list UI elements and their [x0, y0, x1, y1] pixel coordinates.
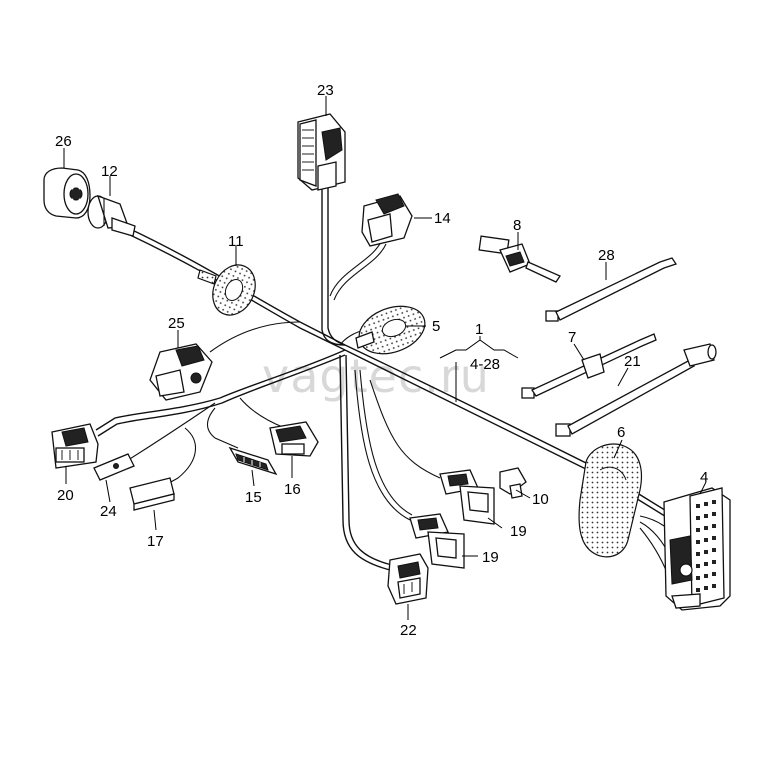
- callout-8: 8: [513, 217, 521, 234]
- callout-4: 4: [700, 469, 708, 486]
- callout-19-lower: 19: [482, 549, 499, 566]
- cable-tie-28: [545, 257, 678, 322]
- clip-8: [478, 235, 561, 283]
- callout-23: 23: [317, 82, 334, 99]
- callout-17: 17: [147, 533, 164, 550]
- callout-12: 12: [101, 163, 118, 180]
- callout-22: 22: [400, 622, 417, 639]
- connector-24: [93, 453, 135, 481]
- callout-11: 11: [228, 233, 244, 250]
- callout-24: 24: [100, 503, 117, 520]
- callout-6: 6: [617, 424, 625, 441]
- connector-14: [361, 193, 413, 247]
- cable-tie-7: [521, 333, 657, 399]
- watermark: vagtec.ru: [262, 349, 490, 403]
- callout-5: 5: [432, 318, 440, 335]
- connector-25: [149, 343, 213, 401]
- round-connector-26: [43, 167, 91, 219]
- connector-22: [387, 553, 429, 605]
- callout-14: 14: [434, 210, 451, 227]
- callouts: 1 4-28 4 5 6 7 8 10 11 12 14 15 16 17 19…: [55, 82, 708, 639]
- connector-20: [51, 423, 99, 469]
- harness-wires: [95, 188, 681, 576]
- connector-12: [87, 194, 136, 237]
- foam-pad-6: [578, 443, 643, 558]
- connector-23: [297, 113, 346, 191]
- callout-10: 10: [532, 491, 549, 508]
- group-bracket: [439, 336, 519, 402]
- callout-21: 21: [624, 353, 641, 370]
- callout-range: 4-28: [470, 356, 500, 373]
- callout-19-upper: 19: [510, 523, 527, 540]
- leader-lines: [63, 96, 707, 620]
- callout-16: 16: [284, 481, 301, 498]
- callout-20: 20: [57, 487, 74, 504]
- callout-25: 25: [168, 315, 185, 332]
- callout-26: 26: [55, 133, 72, 150]
- callout-28: 28: [598, 247, 615, 264]
- connector-16: [269, 421, 319, 457]
- callout-15: 15: [245, 489, 262, 506]
- cable-tie-21: [555, 343, 717, 437]
- connector-19-upper: [439, 469, 495, 525]
- connector-19-lower: [409, 513, 465, 569]
- callout-1: 1: [475, 321, 483, 338]
- clip-10: [499, 467, 527, 499]
- connector-15: [228, 446, 278, 476]
- grommet-5: [355, 305, 426, 355]
- connector-17: [129, 477, 175, 511]
- connector-4: [663, 487, 731, 611]
- grommet-11: [197, 264, 256, 316]
- callout-7: 7: [568, 329, 576, 346]
